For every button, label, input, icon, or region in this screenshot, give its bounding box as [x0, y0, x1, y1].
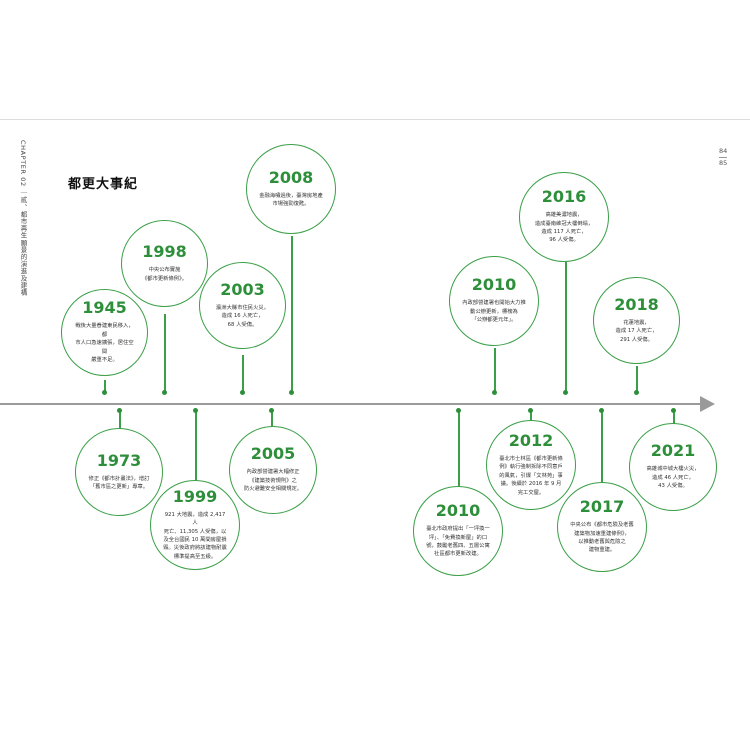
- event-year: 2012: [508, 430, 554, 450]
- stem-2010b: [458, 410, 460, 505]
- event-text: 中央公布《都市危險及老舊 建築物加速重建條例》， 以推動老舊與危險之 建物重建。: [570, 522, 634, 554]
- event-2017: 2017 中央公布《都市危險及老舊 建築物加速重建條例》， 以推動老舊與危險之 …: [557, 482, 647, 572]
- dot-2017: [599, 408, 604, 413]
- event-1945: 1945 戰後大量眷建東民移入，都 市人口急速擴張，居住空間 嚴重不足。: [61, 289, 148, 376]
- event-text: 中央公布實施 《都市更新條例》。: [141, 267, 188, 282]
- event-year: 2021: [650, 441, 696, 461]
- page-number-right: 85: [719, 159, 728, 167]
- event-text: 臺北市士林區《都市更新條 例》執行強制拆除不同意戶 的風氣，引爆「文林苑」事 議…: [499, 455, 563, 496]
- dot-2008: [289, 390, 294, 395]
- event-2010-b: 2010 臺北市政府提出「一坪換一 坪」、「免費換新屋」的口 號，鼓勵老舊四、五…: [413, 486, 503, 576]
- timeline-arrow-icon: [700, 396, 715, 412]
- event-2016: 2016 高雄美濃地震， 造成臺南維冠大樓倒塌， 造成 117 人死亡， 96 …: [519, 172, 609, 262]
- event-text: 修正《都市計畫法》，增訂 「舊市區之更新」專章。: [88, 475, 150, 490]
- event-year: 1999: [172, 486, 218, 506]
- event-2005: 2005 內政部營建署大幅修正 《建築技術規則》之 防火避難安全相關規定。: [229, 426, 317, 514]
- dot-2005: [269, 408, 274, 413]
- stem-2003: [242, 355, 244, 392]
- page-title: 都更大事紀: [68, 177, 139, 192]
- event-text: 金融海嘯過後，臺灣房地產 市場強勁復甦。: [259, 192, 323, 207]
- event-2018: 2018 花蓮地震， 造成 17 人死亡， 291 人受傷。: [593, 277, 680, 364]
- event-text: 高雄美濃地震， 造成臺南維冠大樓倒塌， 造成 117 人死亡， 96 人受傷。: [534, 212, 594, 244]
- stem-2018: [636, 366, 638, 392]
- event-year: 2005: [250, 444, 296, 464]
- event-text: 內政部營建署大幅修正 《建築技術規則》之 防火避難安全相關規定。: [243, 469, 303, 493]
- event-text: 內政部營建署也開始大力推 動公辦更新，標榜為 「公辦都更元年」。: [462, 300, 526, 324]
- stem-2012: [530, 410, 532, 424]
- event-year: 1945: [82, 298, 127, 318]
- stem-2021: [673, 410, 675, 426]
- event-2008: 2008 金融海嘯過後，臺灣房地產 市場強勁復甦。: [246, 144, 336, 234]
- event-text: 瀛洲大縣市住民火災， 造成 16 人死亡， 68 人受傷。: [216, 304, 269, 328]
- dot-2012: [528, 408, 533, 413]
- event-text: 戰後大量眷建東民移入，都 市人口急速擴張，居住空間 嚴重不足。: [75, 323, 134, 364]
- stem-1945: [104, 380, 106, 392]
- event-year: 2017: [579, 497, 625, 517]
- stem-2016: [565, 262, 567, 392]
- stem-2010a: [494, 348, 496, 392]
- timeline-axis: [0, 403, 705, 405]
- event-2012: 2012 臺北市士林區《都市更新條 例》執行強制拆除不同意戶 的風氣，引爆「文林…: [486, 420, 576, 510]
- chapter-label: CHAPTER 02 ｜貳、都市再生願景的演進及建構: [19, 140, 27, 296]
- event-year: 2003: [220, 279, 265, 299]
- dot-2010b: [456, 408, 461, 413]
- dot-2003: [240, 390, 245, 395]
- event-year: 2010: [435, 501, 481, 521]
- event-year: 2016: [541, 187, 587, 207]
- dot-1973: [117, 408, 122, 413]
- event-year: 2018: [614, 294, 659, 314]
- event-2021: 2021 高雄城中城大樓火災， 造成 46 人死亡， 43 人受傷。: [629, 423, 717, 511]
- event-year: 1973: [96, 450, 142, 470]
- event-1973: 1973 修正《都市計畫法》，增訂 「舊市區之更新」專章。: [75, 428, 163, 516]
- dot-2010a: [492, 390, 497, 395]
- event-text: 高雄城中城大樓火災， 造成 46 人死亡， 43 人受傷。: [646, 466, 700, 490]
- top-rule: [0, 119, 750, 120]
- stem-1998: [164, 314, 166, 392]
- stem-2008: [291, 236, 293, 392]
- dot-2018: [634, 390, 639, 395]
- event-text: 花蓮地震， 造成 17 人死亡， 291 人受傷。: [615, 319, 658, 343]
- dot-2021: [671, 408, 676, 413]
- event-year: 2008: [268, 167, 314, 187]
- dot-1998: [162, 390, 167, 395]
- stem-1999: [195, 410, 197, 498]
- dot-2016: [563, 390, 568, 395]
- page-number-left: 84: [719, 146, 728, 158]
- event-year: 1998: [142, 242, 187, 262]
- stem-2017: [601, 410, 603, 485]
- dot-1945: [102, 390, 107, 395]
- dot-1999: [193, 408, 198, 413]
- event-year: 2010: [471, 275, 517, 295]
- event-2003: 2003 瀛洲大縣市住民火災， 造成 16 人死亡， 68 人受傷。: [199, 262, 286, 349]
- event-text: 臺北市政府提出「一坪換一 坪」、「免費換新屋」的口 號，鼓勵老舊四、五層公寓 社…: [426, 526, 490, 558]
- event-text: 921 大地震，造成 2,417 人 死亡、11,305 人受傷，以 及全台國民…: [163, 511, 227, 560]
- event-2010-a: 2010 內政部營建署也開始大力推 動公辦更新，標榜為 「公辦都更元年」。: [449, 256, 539, 346]
- event-1999: 1999 921 大地震，造成 2,417 人 死亡、11,305 人受傷，以 …: [150, 480, 240, 570]
- event-1998: 1998 中央公布實施 《都市更新條例》。: [121, 220, 208, 307]
- page-numbers: 84 85: [719, 146, 728, 169]
